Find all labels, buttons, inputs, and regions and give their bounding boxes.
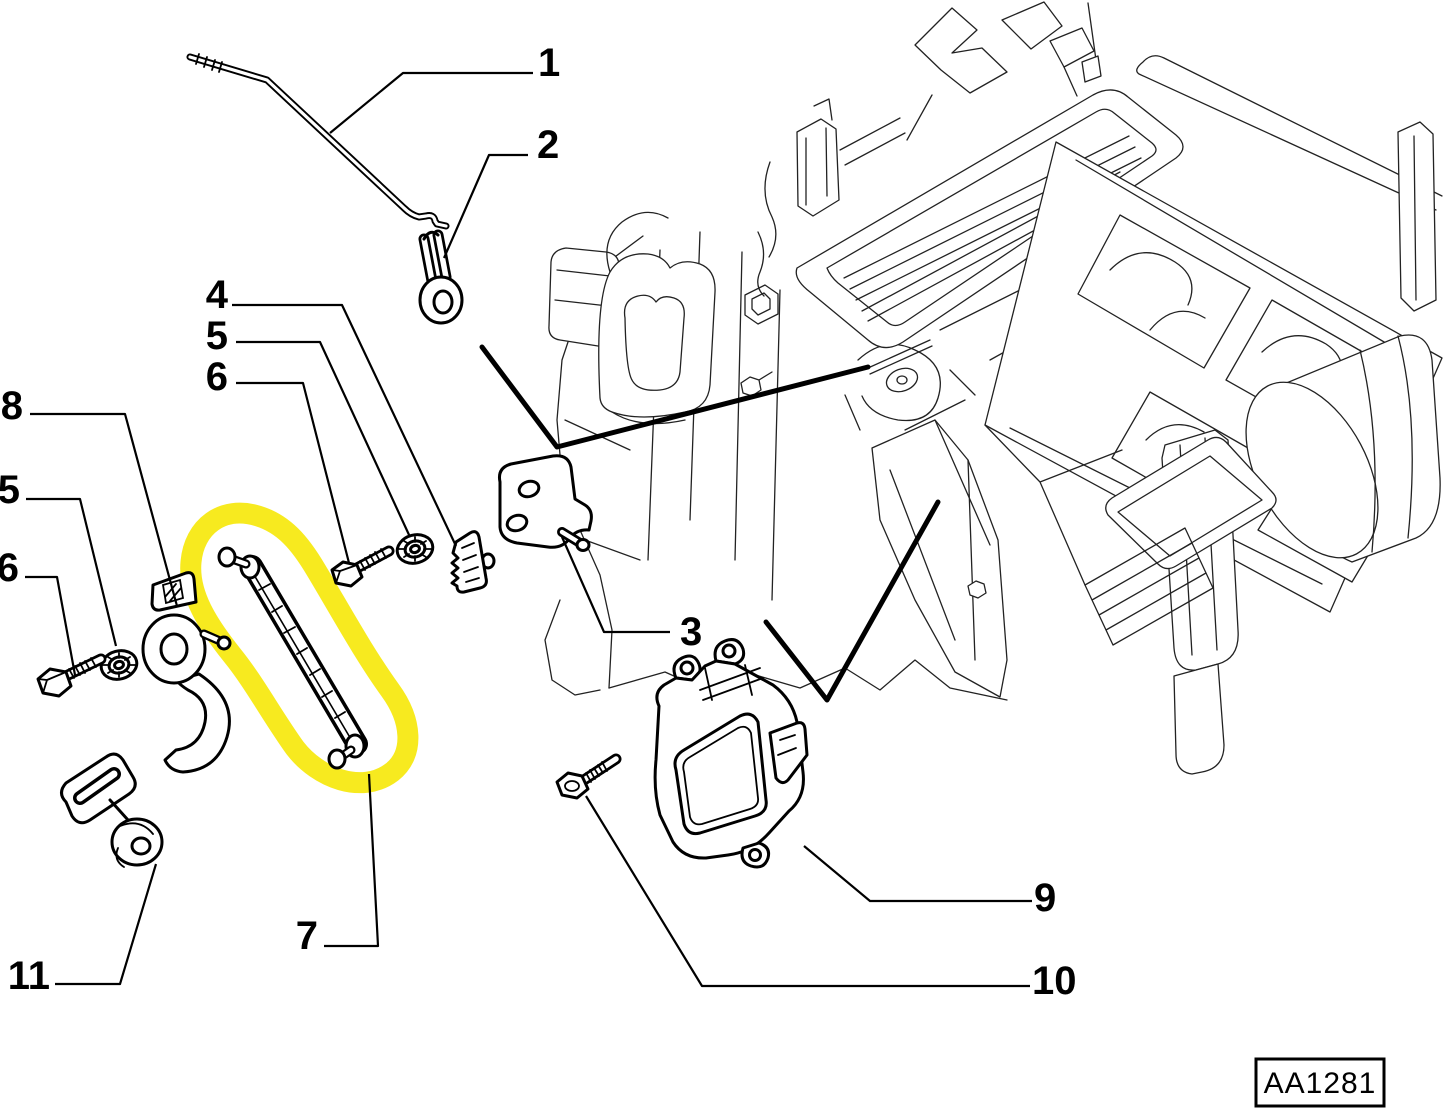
part-7-link-rod bbox=[217, 546, 368, 770]
part-8-cam-lever bbox=[141, 571, 232, 774]
callout-2-label: 2 bbox=[537, 123, 559, 167]
part-1-control-rod bbox=[186, 53, 450, 230]
callout-9-leader-line bbox=[803, 845, 1032, 903]
callout-10-leader-line bbox=[585, 795, 1030, 988]
callout-1-label: 1 bbox=[538, 41, 560, 85]
callout-5b-leader-line bbox=[26, 497, 118, 647]
part-10-screw bbox=[555, 753, 622, 800]
callout-7-label: 7 bbox=[296, 914, 318, 958]
callout-7-leader-line bbox=[324, 773, 380, 948]
callout-5a-label: 5 bbox=[206, 314, 228, 358]
assembly-line-2 bbox=[763, 499, 941, 703]
callout-8-leader-line bbox=[30, 412, 179, 607]
callout-6b-label: 6 bbox=[0, 546, 19, 590]
part-5-washer-left bbox=[99, 649, 139, 681]
part-6-bolt-left bbox=[36, 653, 107, 698]
part-6-bolt-middle bbox=[330, 545, 395, 588]
part-9-actuator-motor bbox=[653, 638, 809, 869]
callout-3-label: 3 bbox=[680, 610, 702, 654]
callout-6b-leader-line bbox=[25, 575, 77, 676]
part-2-clevis-link bbox=[418, 229, 464, 325]
part-5-washer-middle bbox=[395, 533, 435, 565]
callout-8-label: 8 bbox=[1, 384, 23, 428]
callout-2-leader-line bbox=[442, 153, 528, 259]
assembly-line-1 bbox=[479, 344, 871, 450]
assembly-location-lines bbox=[479, 344, 941, 703]
callout-5b-label: 5 bbox=[0, 468, 20, 512]
callout-4-label: 4 bbox=[206, 273, 229, 317]
callout-11-leader-line bbox=[55, 863, 158, 986]
callout-9-label: 9 bbox=[1034, 876, 1056, 920]
callout-6a-leader-line bbox=[236, 381, 351, 564]
callout-11-label: 11 bbox=[8, 954, 50, 998]
callout-5a-leader-line bbox=[236, 340, 411, 538]
callout-1-leader-line bbox=[329, 71, 533, 134]
ref-code-box: AA1281 bbox=[1254, 1057, 1386, 1108]
callout-6a-label: 6 bbox=[206, 355, 228, 399]
part-3-bracket bbox=[498, 454, 593, 552]
callout-4-leader-line bbox=[232, 303, 457, 547]
callout-3-leader-line bbox=[560, 536, 670, 634]
hvac-main-unit bbox=[544, 1, 1443, 775]
exploded-parts bbox=[36, 53, 809, 869]
ref-code-text: AA1281 bbox=[1264, 1067, 1377, 1100]
part-11-lever bbox=[60, 752, 164, 868]
part-4-clip bbox=[450, 530, 496, 594]
callout-10-label: 10 bbox=[1032, 959, 1077, 1003]
